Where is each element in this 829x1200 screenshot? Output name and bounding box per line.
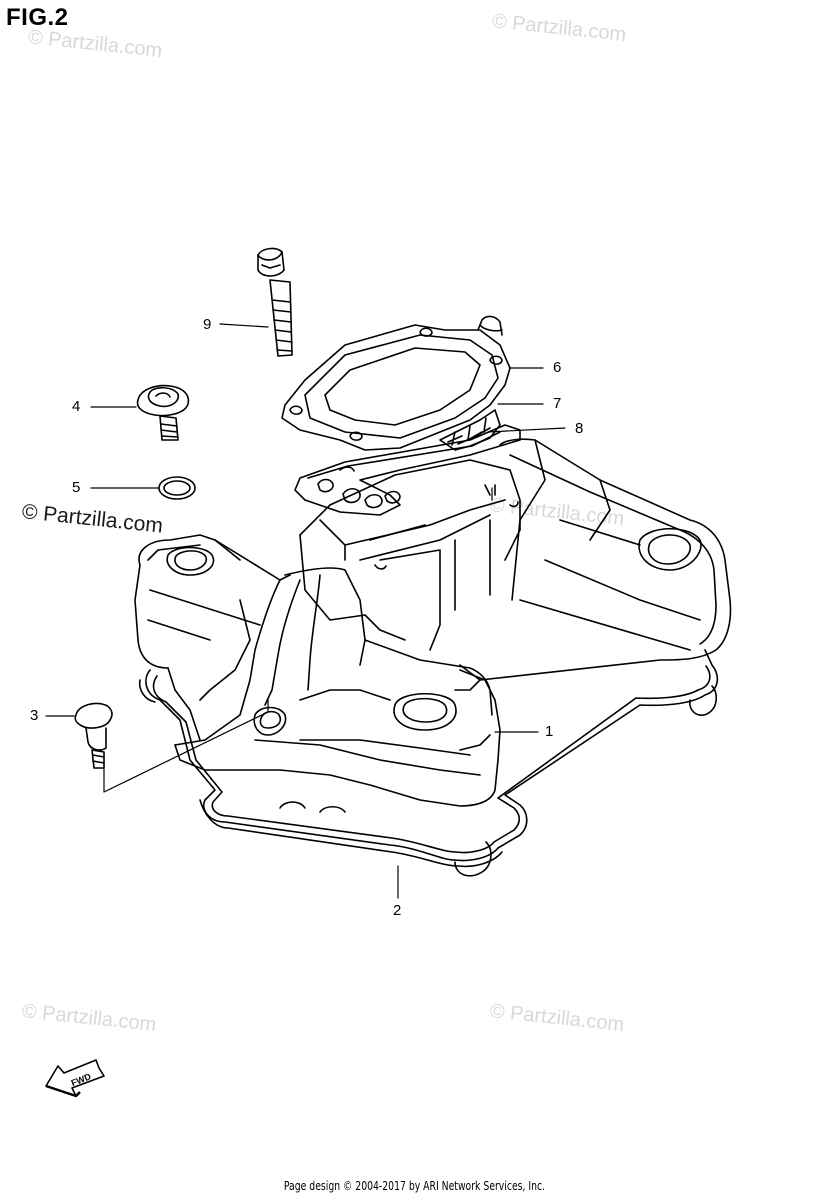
callout-3: 3 xyxy=(30,707,39,724)
o-ring xyxy=(158,476,196,500)
forward-arrow-icon xyxy=(45,1059,105,1098)
footer-copyright: Page design © 2004-2017 by ARI Network S… xyxy=(283,1179,546,1193)
callout-leaders xyxy=(45,323,566,899)
washer-bolt xyxy=(136,384,190,441)
callout-4: 4 xyxy=(72,398,81,415)
callout-6: 6 xyxy=(553,359,562,376)
cover-gasket xyxy=(145,649,719,877)
cylinder-head-cover xyxy=(134,438,732,807)
flange-bolt xyxy=(257,247,293,357)
callout-8: 8 xyxy=(575,420,584,437)
reed-valve xyxy=(439,409,501,451)
figure-title: FIG.2 xyxy=(6,4,69,31)
breather-cover xyxy=(281,315,511,451)
stepped-bolt xyxy=(74,702,113,769)
callout-7: 7 xyxy=(553,395,562,412)
callout-2: 2 xyxy=(393,902,402,919)
plate-gasket xyxy=(294,424,521,516)
callout-5: 5 xyxy=(72,479,81,496)
callout-9: 9 xyxy=(203,316,212,333)
callout-1: 1 xyxy=(545,723,554,740)
